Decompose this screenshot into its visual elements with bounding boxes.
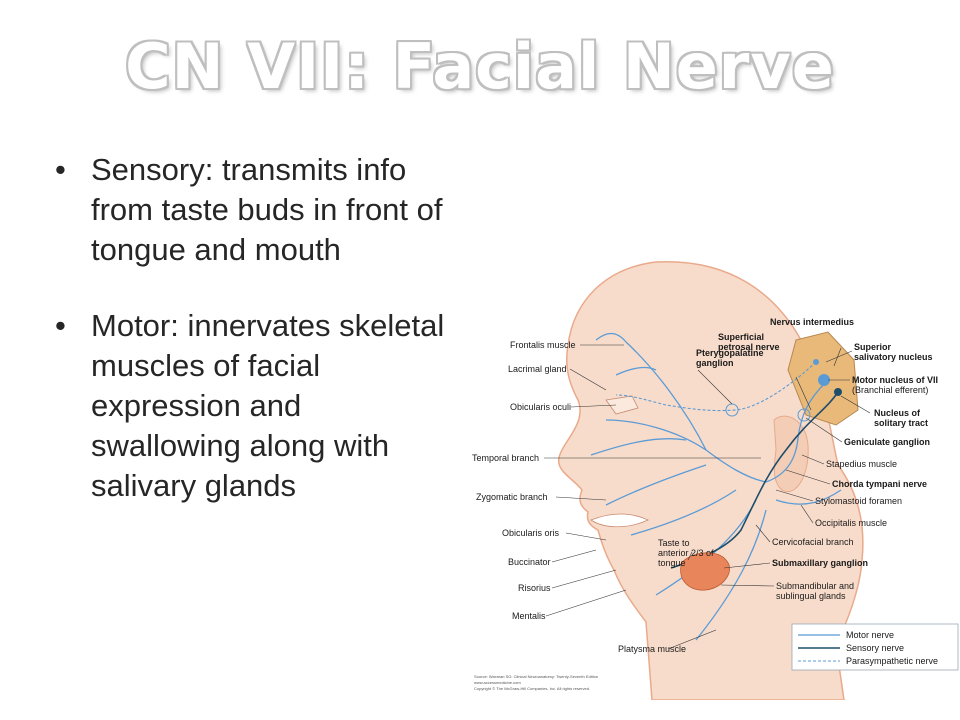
label-stapedius: Stapedius muscle bbox=[826, 459, 897, 469]
bullet-motor-text: Motor: innervates skeletal muscles of fa… bbox=[91, 308, 445, 503]
label-temporal-branch: Temporal branch bbox=[472, 453, 539, 463]
bullet-sensory: • Sensory: transmits info from taste bud… bbox=[55, 150, 455, 270]
label-stylomastoid: Stylomastoid foramen bbox=[815, 496, 902, 506]
bullet-dot: • bbox=[55, 152, 66, 187]
nucleus-dot bbox=[818, 374, 830, 386]
label-superior-salivatory-2: salivatory nucleus bbox=[854, 352, 933, 362]
label-occipitalis: Occipitalis muscle bbox=[815, 518, 887, 528]
label-mentalis: Mentalis bbox=[512, 611, 546, 621]
slide-title: CN VII: Facial Nerve bbox=[125, 30, 835, 103]
label-geniculate: Geniculate ganglion bbox=[844, 437, 930, 447]
label-submandibular-2: sublingual glands bbox=[776, 591, 846, 601]
label-solitary-2: solitary tract bbox=[874, 418, 928, 428]
label-zygomatic-branch: Zygomatic branch bbox=[476, 492, 548, 502]
label-cervicofacial: Cervicofacial branch bbox=[772, 537, 854, 547]
submandibular-gland bbox=[680, 552, 731, 591]
source-line-2: www.accessmedicine.com bbox=[474, 680, 521, 685]
parasympathetic-nerve bbox=[615, 361, 817, 412]
label-lacrimal: Lacrimal gland bbox=[508, 364, 567, 374]
leader-lines bbox=[544, 344, 871, 650]
head-silhouette bbox=[557, 261, 864, 700]
label-submandibular-1: Submandibular and bbox=[776, 581, 854, 591]
legend-parasympathetic: Parasympathetic nerve bbox=[846, 656, 938, 666]
source-line-3: Copyright © The McGraw-Hill Companies, I… bbox=[474, 686, 590, 691]
label-platysma: Platysma muscle bbox=[618, 644, 686, 654]
bullet-sensory-text: Sensory: transmits info from taste buds … bbox=[91, 152, 443, 267]
nerve-legend: Motor nerve Sensory nerve Parasympatheti… bbox=[791, 623, 959, 671]
label-taste-2: anterior 2/3 of bbox=[658, 548, 714, 558]
eye-shape bbox=[605, 395, 639, 415]
label-solitary-1: Nucleus of bbox=[874, 408, 921, 418]
label-superficial-petrosal-1: Superficial bbox=[718, 332, 764, 342]
diagram-canvas: Frontalis muscle Lacrimal gland Obicular… bbox=[472, 261, 959, 700]
label-superficial-petrosal-2: petrosal nerve bbox=[718, 342, 780, 352]
mouth-shape bbox=[590, 513, 649, 528]
facial-nerve-diagram: Frontalis muscle Lacrimal gland Obicular… bbox=[456, 250, 960, 700]
label-orbicularis-oculi: Obicularis oculi bbox=[510, 402, 571, 412]
label-superior-salivatory-1: Superior bbox=[854, 342, 892, 352]
label-risorius: Risorius bbox=[518, 583, 551, 593]
label-pterygopalatine-2: ganglion bbox=[696, 358, 734, 368]
legend-motor: Motor nerve bbox=[846, 630, 894, 640]
label-motor-nucleus-2: (Branchial efferent) bbox=[852, 385, 928, 395]
bullet-dot: • bbox=[55, 308, 66, 343]
label-pterygopalatine-1: Pterygopalatine bbox=[696, 348, 764, 358]
label-motor-nucleus-1: Motor nucleus of VII bbox=[852, 375, 938, 385]
label-taste-3: tongue bbox=[658, 558, 686, 568]
label-submaxillary: Submaxillary ganglion bbox=[772, 558, 868, 568]
label-frontalis: Frontalis muscle bbox=[510, 340, 576, 350]
label-nervus-intermedius: Nervus intermedius bbox=[770, 317, 854, 327]
label-buccinator: Buccinator bbox=[508, 557, 551, 567]
bullet-motor: • Motor: innervates skeletal muscles of … bbox=[55, 306, 455, 506]
bullet-list: • Sensory: transmits info from taste bud… bbox=[55, 150, 455, 542]
label-taste-1: Taste to bbox=[658, 538, 690, 548]
label-orbicularis-oris: Obicularis oris bbox=[502, 528, 560, 538]
legend-sensory: Sensory nerve bbox=[846, 643, 904, 653]
geniculate-ganglion-mark bbox=[797, 408, 811, 422]
source-line-1: Source: Waxman SG: Clinical Neuroanatomy… bbox=[474, 674, 598, 679]
label-chorda-tympani: Chorda tympani nerve bbox=[832, 479, 927, 489]
